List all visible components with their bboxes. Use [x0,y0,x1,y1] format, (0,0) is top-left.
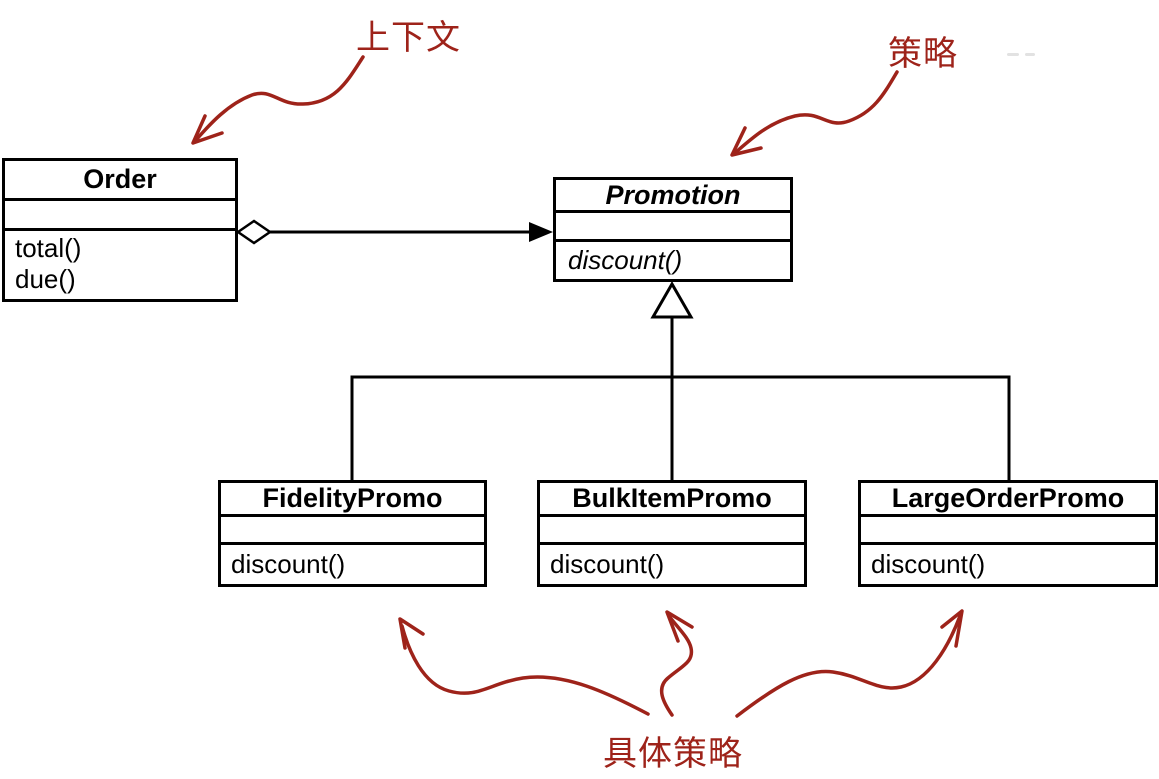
aggregation-diamond-icon [235,219,273,245]
concrete-arrow-middle [659,610,694,717]
class-box-largeorderpromo: LargeOrderPromo discount() [858,480,1158,587]
arrowhead-icon [398,617,425,650]
class-name-bulkitempromo: BulkItemPromo [540,483,804,517]
class-methods-promotion: discount() [556,242,790,279]
arrowhead-icon [730,126,763,157]
class-box-bulkitempromo: BulkItemPromo discount() [537,480,807,587]
inheritance-triangle-icon [650,280,694,319]
class-attrs-bulkitempromo [540,517,804,545]
class-methods-fidelitypromo: discount() [221,545,484,584]
method-discount: discount() [550,549,665,579]
annotation-concrete-strategies: 具体策略 [603,735,743,773]
class-box-fidelitypromo: FidelityPromo discount() [218,480,487,587]
method-discount-abstract: discount() [568,245,683,275]
arrowhead-icon [191,114,224,145]
context-annotation-arrow [191,55,365,145]
class-methods-order: total() due() [5,231,235,299]
class-name-fidelitypromo: FidelityPromo [221,483,484,517]
class-name-order: Order [5,161,235,201]
annotation-strategy: 策略 [888,35,958,73]
class-attrs-promotion [556,213,790,242]
smudge-artifact [1007,53,1019,56]
smudge-artifact [1025,53,1035,56]
inheritance-connector [350,280,1011,480]
class-name-largeorderpromo: LargeOrderPromo [861,483,1155,517]
method-discount: discount() [231,549,346,579]
class-name-promotion: Promotion [556,180,790,213]
aggregation-connector [235,219,553,245]
strategy-annotation-arrow [730,70,899,157]
class-box-promotion: Promotion discount() [553,177,793,282]
class-attrs-order [5,201,235,231]
annotation-context: 上下文 [356,19,461,57]
method-due: due() [15,264,76,294]
solid-arrowhead-icon [529,222,553,242]
class-attrs-fidelitypromo [221,517,484,545]
class-methods-largeorderpromo: discount() [861,545,1155,584]
arrowhead-icon [665,610,694,643]
class-attrs-largeorderpromo [861,517,1155,545]
method-total: total() [15,233,82,263]
concrete-arrow-left [398,617,650,716]
class-box-order: Order total() due() [2,158,238,302]
concrete-arrow-right [735,609,964,718]
method-discount: discount() [871,549,986,579]
class-methods-bulkitempromo: discount() [540,545,804,584]
arrowhead-icon [940,609,964,648]
